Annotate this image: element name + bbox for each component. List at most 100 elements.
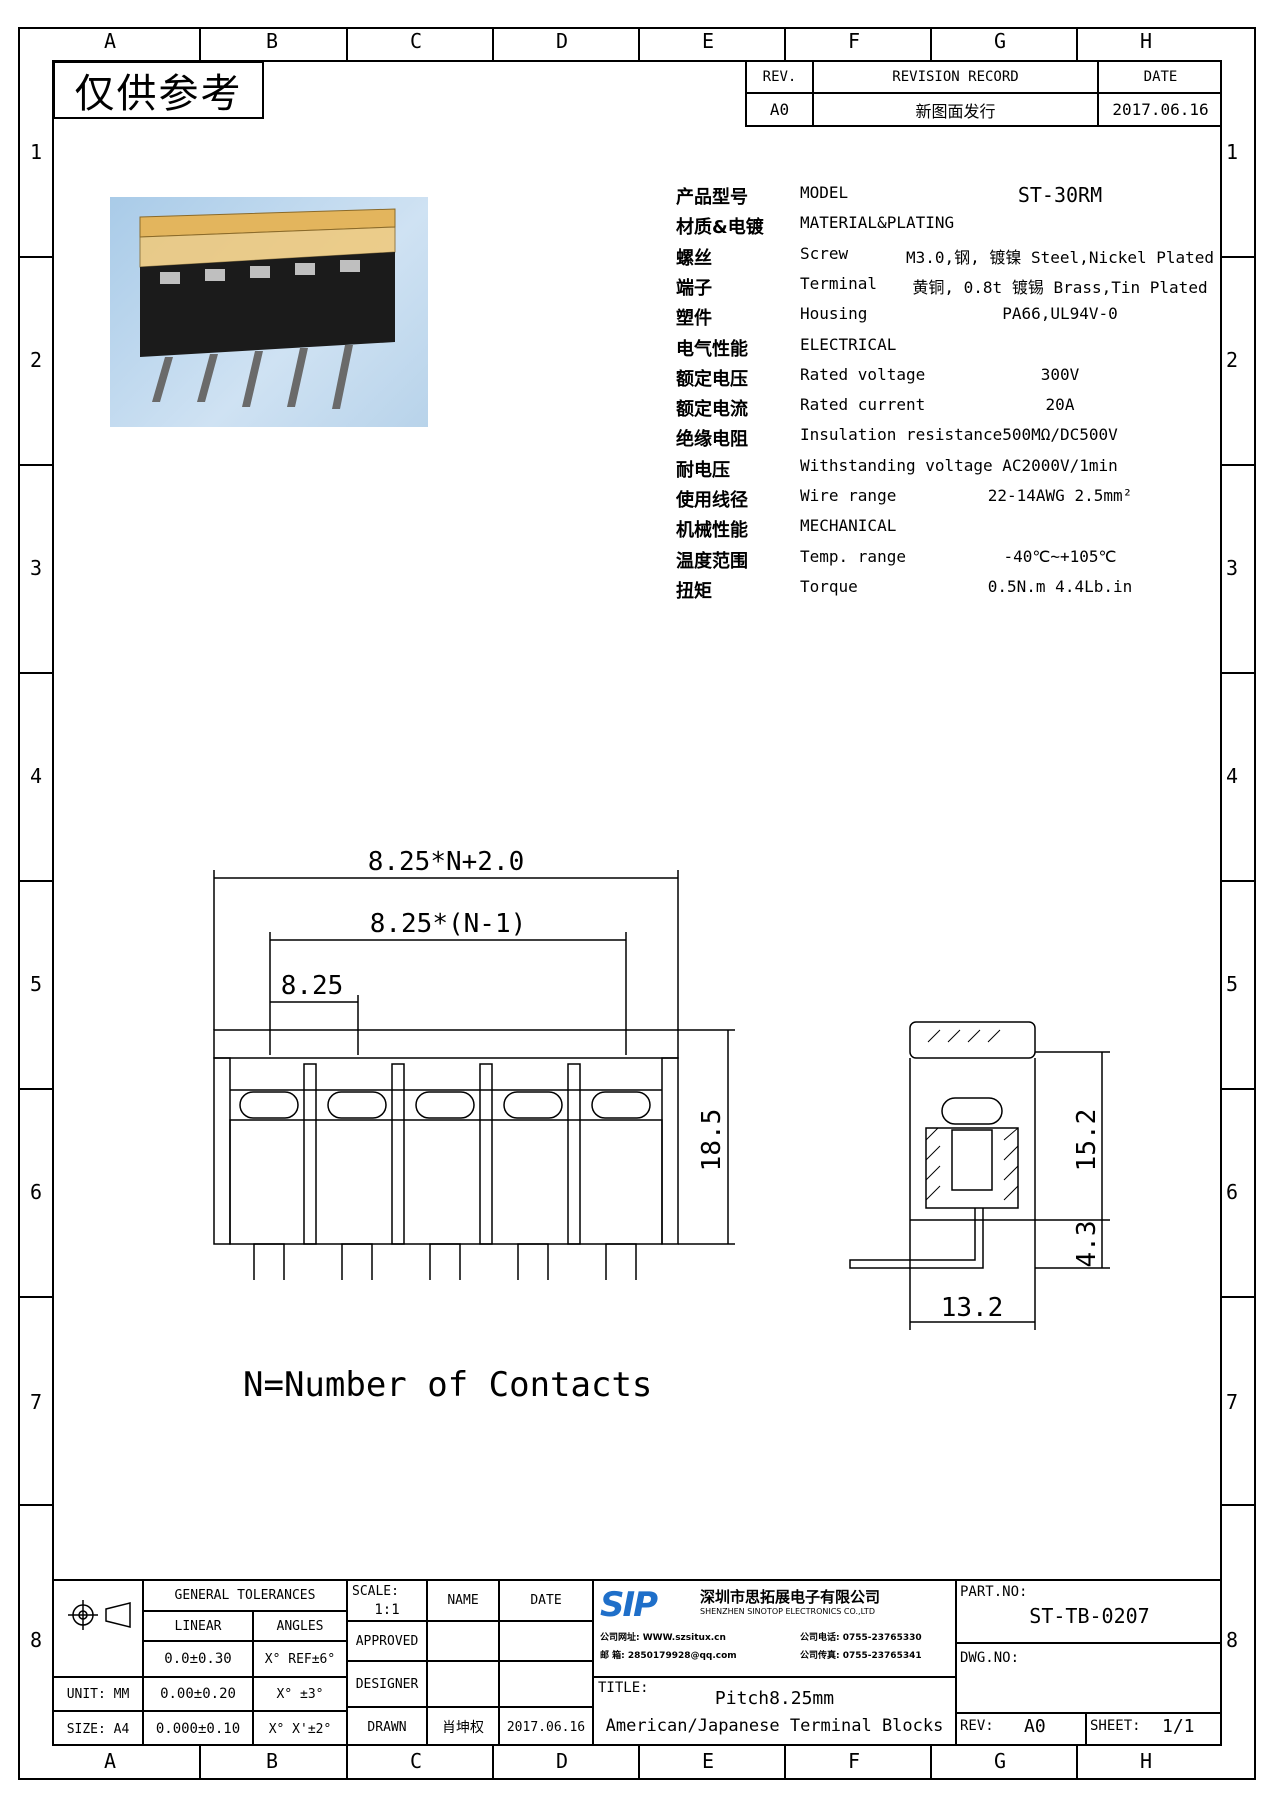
company-contact-fax: 公司传真: 0755-23765341: [800, 1651, 922, 1661]
title-label: TITLE:: [598, 1680, 649, 1696]
tol-angle-2: X° ±3°: [276, 1686, 324, 1702]
zone-row-5: 5: [29, 972, 43, 996]
spec-cn: 螺丝: [676, 247, 712, 269]
zone-row-7: 7: [1225, 1390, 1239, 1414]
zone-row-3: 3: [29, 556, 43, 580]
zone-row-2: 2: [29, 348, 43, 372]
dim-pitch: 8.25: [281, 971, 344, 1001]
zone-col-h: H: [1139, 1749, 1153, 1773]
spec-en: Wire range: [800, 486, 897, 505]
spec-value: 0.5N.m 4.4Lb.in: [987, 576, 1133, 596]
dwg-label: DWG.NO:: [960, 1650, 1020, 1666]
zone-col-f: F: [847, 1749, 861, 1773]
spec-value: M3.0,钢, 镀镍 Steel,Nickel Plated: [905, 247, 1215, 267]
spec-value: 22-14AWG 2.5mm²: [987, 486, 1133, 505]
sheet-label: SHEET:: [1090, 1718, 1141, 1734]
date-header-tb: DATE: [530, 1593, 562, 1608]
spec-cn: 使用线径: [676, 490, 748, 511]
inner-border: [52, 60, 1222, 1746]
spec-en: Insulation resistance: [800, 425, 1003, 445]
company-name-en: SHENZHEN SINOTOP ELECTRONICS CO.,LTD: [700, 1607, 875, 1616]
title-line-2: American/Japanese Terminal Blocks: [605, 1716, 944, 1736]
spec-en: MATERIAL&PLATING: [800, 213, 955, 233]
zone-col-f: F: [847, 29, 861, 53]
zone-col-d: D: [555, 1749, 569, 1773]
designer-label: DESIGNER: [355, 1676, 419, 1692]
reference-stamp: 仅供参考: [53, 61, 264, 119]
spec-cn: 电气性能: [676, 338, 748, 360]
spec-en: Housing: [800, 304, 868, 324]
zone-col-c: C: [409, 1749, 423, 1773]
spec-cn: 端子: [676, 277, 712, 299]
tol-linear-3: 0.000±0.10: [155, 1721, 241, 1737]
general-tolerances: GENERAL TOLERANCES: [174, 1588, 316, 1603]
spec-value: 300V: [1040, 364, 1080, 384]
zone-col-e: E: [701, 29, 715, 53]
spec-value: 20A: [1045, 395, 1075, 415]
spec-en: Withstanding voltage: [800, 455, 993, 475]
spec-value: 黄铜, 0.8t 镀锡 Brass,Tin Plated: [912, 277, 1208, 297]
spec-cn: 额定电压: [676, 368, 748, 390]
revision-record-value: 新图面发行: [915, 101, 996, 121]
scale-value: 1:1: [374, 1602, 400, 1618]
front-view-drawing: 8.25*N+2.0 8.25*(N-1) 8.25 18.5: [213, 847, 735, 1280]
zone-col-g: G: [993, 1749, 1007, 1773]
dim-span: 8.25*(N-1): [370, 909, 527, 939]
spec-cn: 材质&电镀: [676, 217, 764, 239]
zone-row-1: 1: [1225, 140, 1239, 164]
spec-cn: 扭矩: [676, 580, 712, 602]
spec-en: ELECTRICAL: [800, 334, 897, 354]
zone-row-6: 6: [1225, 1180, 1239, 1204]
size: SIZE: A4: [66, 1721, 130, 1737]
zone-col-b: B: [265, 29, 279, 53]
unit: UNIT: MM: [66, 1686, 130, 1702]
drawn-date: 2017.06.16: [506, 1719, 586, 1735]
spec-value: 500MΩ/DC500V: [1002, 425, 1118, 445]
drawn-label: DRAWN: [367, 1719, 407, 1735]
tol-linear-2: 0.00±0.20: [160, 1686, 236, 1702]
tol-angle-1: X° REF±6°: [264, 1651, 336, 1667]
rev-label-tb: REV:: [960, 1718, 994, 1734]
tol-angle-3: X° X'±2°: [268, 1721, 332, 1737]
rev-header: REV.: [762, 69, 797, 85]
linear-header: LINEAR: [174, 1618, 222, 1634]
spec-en: Torque: [800, 576, 858, 596]
spec-value: PA66,UL94V-0: [1002, 304, 1118, 324]
zone-row-5: 5: [1225, 972, 1239, 996]
spec-cn: 塑件: [676, 308, 712, 330]
spec-value: ST-30RM: [1017, 183, 1103, 207]
zone-col-g: G: [993, 29, 1007, 53]
name-header: NAME: [447, 1593, 479, 1608]
date-header: DATE: [1143, 69, 1178, 85]
spec-cn: 产品型号: [676, 187, 748, 208]
part-number: ST-TB-0207: [1029, 1604, 1150, 1628]
revision-record-header: REVISION RECORD: [892, 69, 1019, 85]
zone-row-7: 7: [29, 1390, 43, 1414]
spec-cn: 额定电流: [676, 399, 748, 421]
scale-label: SCALE:: [352, 1583, 399, 1599]
company-contact-web: 公司网址: WWW.szsitux.cn: [600, 1633, 726, 1643]
part-label: PART.NO:: [960, 1584, 1028, 1600]
zone-row-2: 2: [1225, 348, 1239, 372]
rev-value: A0: [769, 100, 790, 119]
dim-height: 18.5: [697, 1109, 727, 1172]
outer-border: [18, 27, 1256, 1780]
company-contact-email: 邮 箱: 2850179928@qq.com: [600, 1651, 737, 1661]
side-view-drawing: 15.2 4.3 13.2: [849, 1021, 1110, 1330]
spec-value: -40℃~+105℃: [1003, 546, 1117, 566]
company-logo: SIP: [600, 1585, 658, 1625]
dim-side-height: 15.2: [1072, 1109, 1102, 1172]
zone-row-4: 4: [29, 764, 43, 788]
zone-col-h: H: [1139, 29, 1153, 53]
revision-date-value: 2017.06.16: [1112, 100, 1209, 119]
dim-overall: 8.25*N+2.0: [368, 847, 525, 877]
zone-col-b: B: [265, 1749, 279, 1773]
zone-row-8: 8: [29, 1628, 43, 1652]
drawn-name: 肖坤权: [442, 1720, 484, 1736]
company-contact-phone: 公司电话: 0755-23765330: [800, 1633, 922, 1643]
angles-header: ANGLES: [276, 1618, 324, 1634]
zone-col-d: D: [555, 29, 569, 53]
spec-en: Rated voltage: [800, 364, 926, 384]
projection-symbol-icon: [68, 1600, 131, 1630]
sheet-value: 1/1: [1162, 1716, 1195, 1737]
